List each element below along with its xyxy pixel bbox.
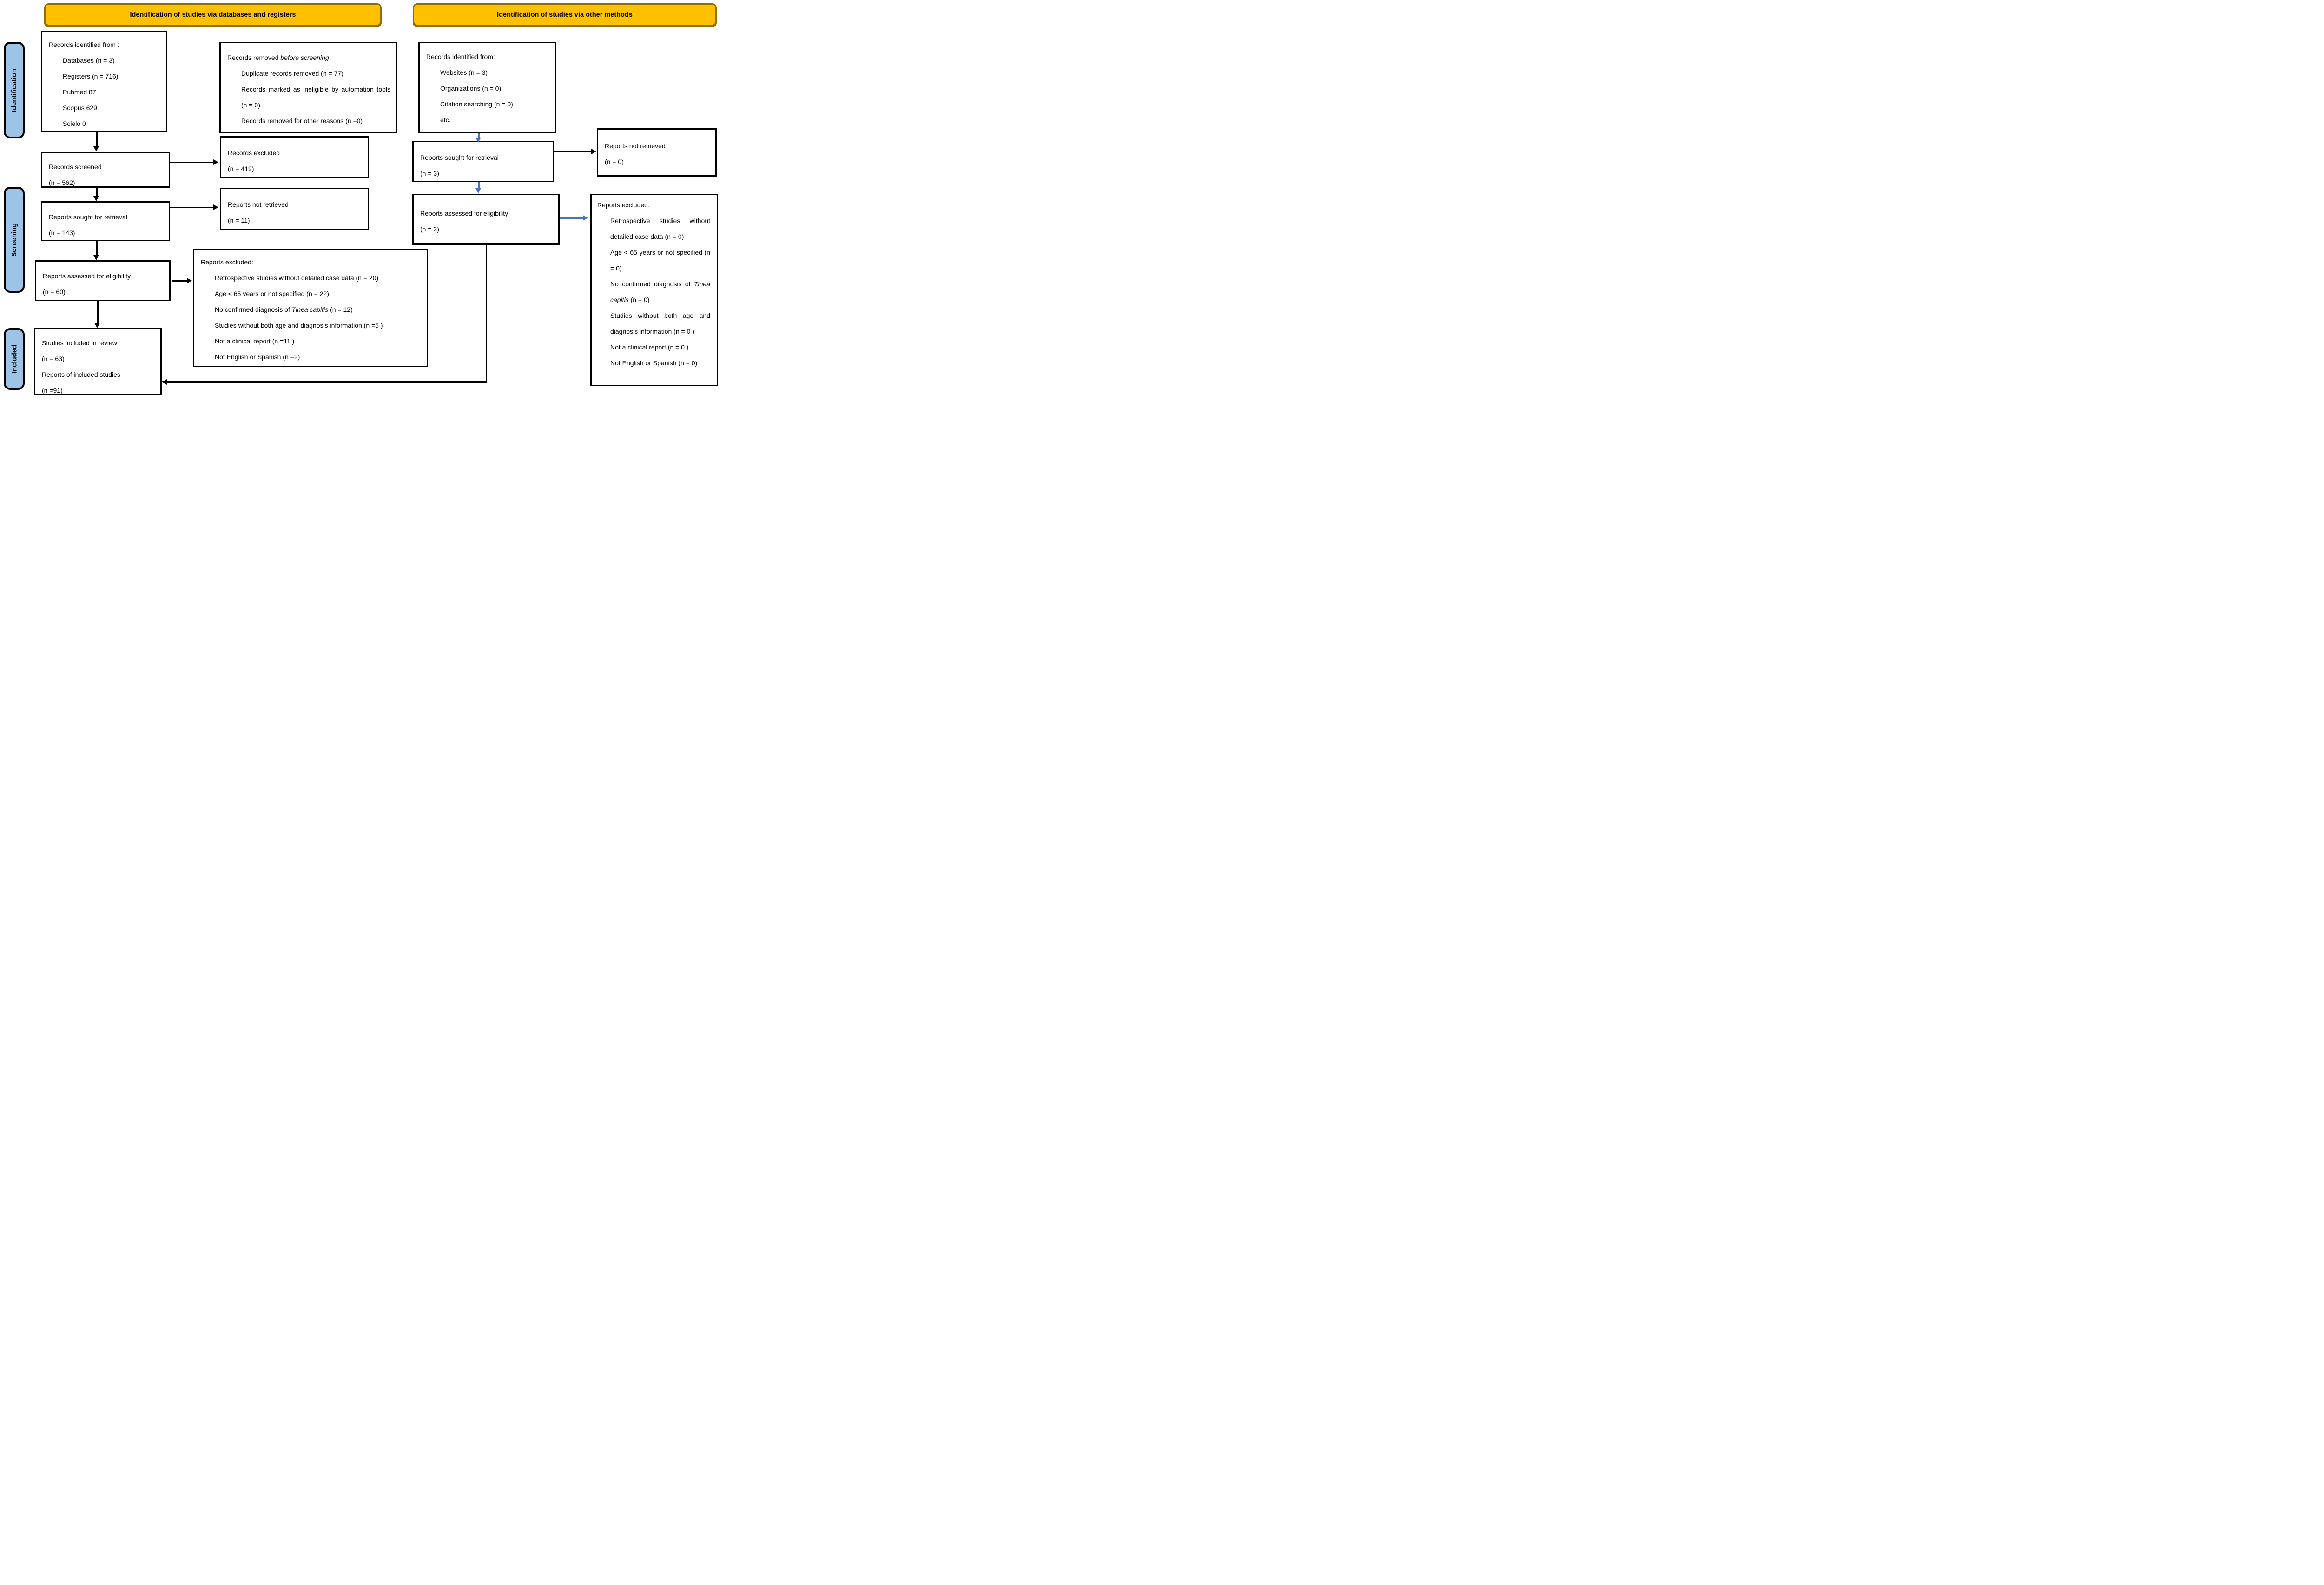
box-records-screened: Records screened (n = 562) xyxy=(41,152,170,188)
stage-screening-label: Screening xyxy=(10,223,18,257)
box-count: (n =91) xyxy=(42,387,63,394)
arrow-other-down-line xyxy=(486,245,487,382)
list-item: Scielo 0 xyxy=(63,120,86,127)
stage-identification-label: Identification xyxy=(10,68,18,112)
box-title: Reports excluded: xyxy=(597,201,650,209)
box-line: Reports sought for retrieval xyxy=(420,154,499,161)
arrowhead-right-icon xyxy=(187,278,192,283)
box-count: (n = 3) xyxy=(420,225,439,233)
list-item: Scopus 629 xyxy=(63,104,97,112)
list-item: Retrospective studies without detailed c… xyxy=(610,217,710,240)
box-line: Reports assessed for eligibility xyxy=(43,272,131,280)
list-item: Studies without both age and diagnosis i… xyxy=(215,322,383,329)
box-count: (n = 60) xyxy=(43,288,66,296)
box-line: Studies included in review xyxy=(42,339,117,347)
arrow-screened-to-sought xyxy=(96,188,98,197)
blue-arrow-assessed-to-excluded xyxy=(560,217,583,219)
list-item: Citation searching (n = 0) xyxy=(440,100,513,108)
arrow-identified-to-screened xyxy=(96,132,98,147)
stage-identification: Identification xyxy=(4,42,25,138)
list-item: Records marked as ineligible by automati… xyxy=(241,85,390,109)
arrow-assessed-to-excluded-main xyxy=(172,280,187,282)
box-line: Records excluded xyxy=(228,149,280,157)
stage-included: Included xyxy=(4,328,25,390)
list-item: Websites (n = 3) xyxy=(440,69,488,76)
list-item: Registers (n = 716) xyxy=(63,72,119,80)
box-reports-not-retrieved-other: Reports not retrieved (n = 0) xyxy=(597,128,717,177)
list-item: No confirmed diagnosis of Tinea capitis … xyxy=(610,280,710,303)
list-item: No confirmed diagnosis of Tinea capitis … xyxy=(215,306,353,313)
stage-included-label: Included xyxy=(10,344,19,374)
arrowhead-down-icon xyxy=(475,138,481,143)
box-title: Records removed before screening: xyxy=(227,54,331,61)
banner-databases-registers: Identification of studies via databases … xyxy=(44,3,382,26)
box-records-removed-before-screening: Records removed before screening: Duplic… xyxy=(219,42,397,133)
box-records-identified-databases: Records identified from : Databases (n =… xyxy=(41,31,167,132)
banner-other-methods: Identification of studies via other meth… xyxy=(413,3,717,26)
arrowhead-down-icon xyxy=(93,255,99,260)
list-item: Pubmed 87 xyxy=(63,88,96,96)
list-item: etc. xyxy=(440,116,451,124)
arrowhead-down-icon xyxy=(93,196,99,201)
box-line: Reports not retrieved xyxy=(228,201,289,208)
arrow-sought-other-to-not-retrieved xyxy=(554,151,592,152)
box-title: Records identified from : xyxy=(49,41,119,48)
arrow-sought-to-not-retrieved xyxy=(170,207,214,208)
box-line: Reports not retrieved xyxy=(605,142,666,150)
list-item: Databases (n = 3) xyxy=(63,57,115,64)
arrow-sought-to-assessed xyxy=(96,241,98,256)
box-studies-included: Studies included in review (n = 63) Repo… xyxy=(34,328,162,395)
blue-arrow-sought-to-assessed xyxy=(478,182,480,189)
box-count: (n = 3) xyxy=(420,170,439,177)
list-item: Studies without both age and diagnosis i… xyxy=(610,312,710,335)
arrowhead-down-icon xyxy=(475,188,481,193)
box-records-identified-other: Records identified from: Websites (n = 3… xyxy=(418,42,556,133)
blue-arrow-identified-to-sought xyxy=(478,133,480,138)
arrowhead-right-icon xyxy=(591,149,596,154)
box-count: (n = 11) xyxy=(228,217,250,224)
box-reports-sought-retrieval: Reports sought for retrieval (n = 143) xyxy=(41,201,170,241)
box-reports-excluded-main: Reports excluded: Retrospective studies … xyxy=(193,249,428,367)
arrowhead-right-icon xyxy=(213,204,218,210)
prisma-flow-diagram: Identification of studies via databases … xyxy=(0,0,719,396)
box-reports-not-retrieved: Reports not retrieved (n = 11) xyxy=(220,188,369,230)
box-records-excluded: Records excluded (n = 419) xyxy=(220,136,369,178)
list-item: Not English or Spanish (n =2) xyxy=(215,353,300,361)
box-line: Reports of included studies xyxy=(42,371,120,378)
list-item: Not English or Spanish (n = 0) xyxy=(610,359,698,367)
arrowhead-right-icon xyxy=(583,215,588,221)
list-item: Retrospective studies without detailed c… xyxy=(215,274,379,282)
list-item: Not a clinical report (n =11 ) xyxy=(215,337,295,345)
box-title: Reports excluded: xyxy=(201,258,253,266)
stage-screening: Screening xyxy=(4,187,25,293)
box-count: (n = 419) xyxy=(228,165,254,172)
list-item: Age < 65 years or not specified (n = 0) xyxy=(610,249,710,272)
list-item: Duplicate records removed (n = 77) xyxy=(241,70,343,77)
box-line: Reports sought for retrieval xyxy=(49,213,127,221)
arrow-other-to-included-line xyxy=(167,381,487,383)
box-line: Records screened xyxy=(49,163,102,171)
arrowhead-right-icon xyxy=(213,159,218,165)
box-reports-assessed-eligibility: Reports assessed for eligibility (n = 60… xyxy=(35,260,171,301)
arrow-screened-to-excluded xyxy=(170,162,214,163)
box-reports-excluded-other: Reports excluded: Retrospective studies … xyxy=(590,194,718,386)
list-item: Age < 65 years or not specified (n = 22) xyxy=(215,290,329,297)
arrowhead-down-icon xyxy=(93,146,99,151)
box-count: (n = 0) xyxy=(605,158,624,165)
box-count: (n = 562) xyxy=(49,179,75,186)
list-item: Records removed for other reasons (n =0) xyxy=(241,117,363,125)
box-count: (n = 63) xyxy=(42,355,65,362)
box-reports-assessed-other: Reports assessed for eligibility (n = 3) xyxy=(412,194,560,245)
box-count: (n = 143) xyxy=(49,229,75,237)
box-line: Reports assessed for eligibility xyxy=(420,210,508,217)
arrowhead-left-icon xyxy=(162,379,167,385)
list-item: Not a clinical report (n = 0 ) xyxy=(610,343,689,351)
box-reports-sought-other: Reports sought for retrieval (n = 3) xyxy=(412,141,554,182)
arrowhead-down-icon xyxy=(94,323,100,328)
list-item: Organizations (n = 0) xyxy=(440,85,502,92)
box-title: Records identified from: xyxy=(426,53,495,60)
arrow-assessed-to-included xyxy=(97,301,99,323)
